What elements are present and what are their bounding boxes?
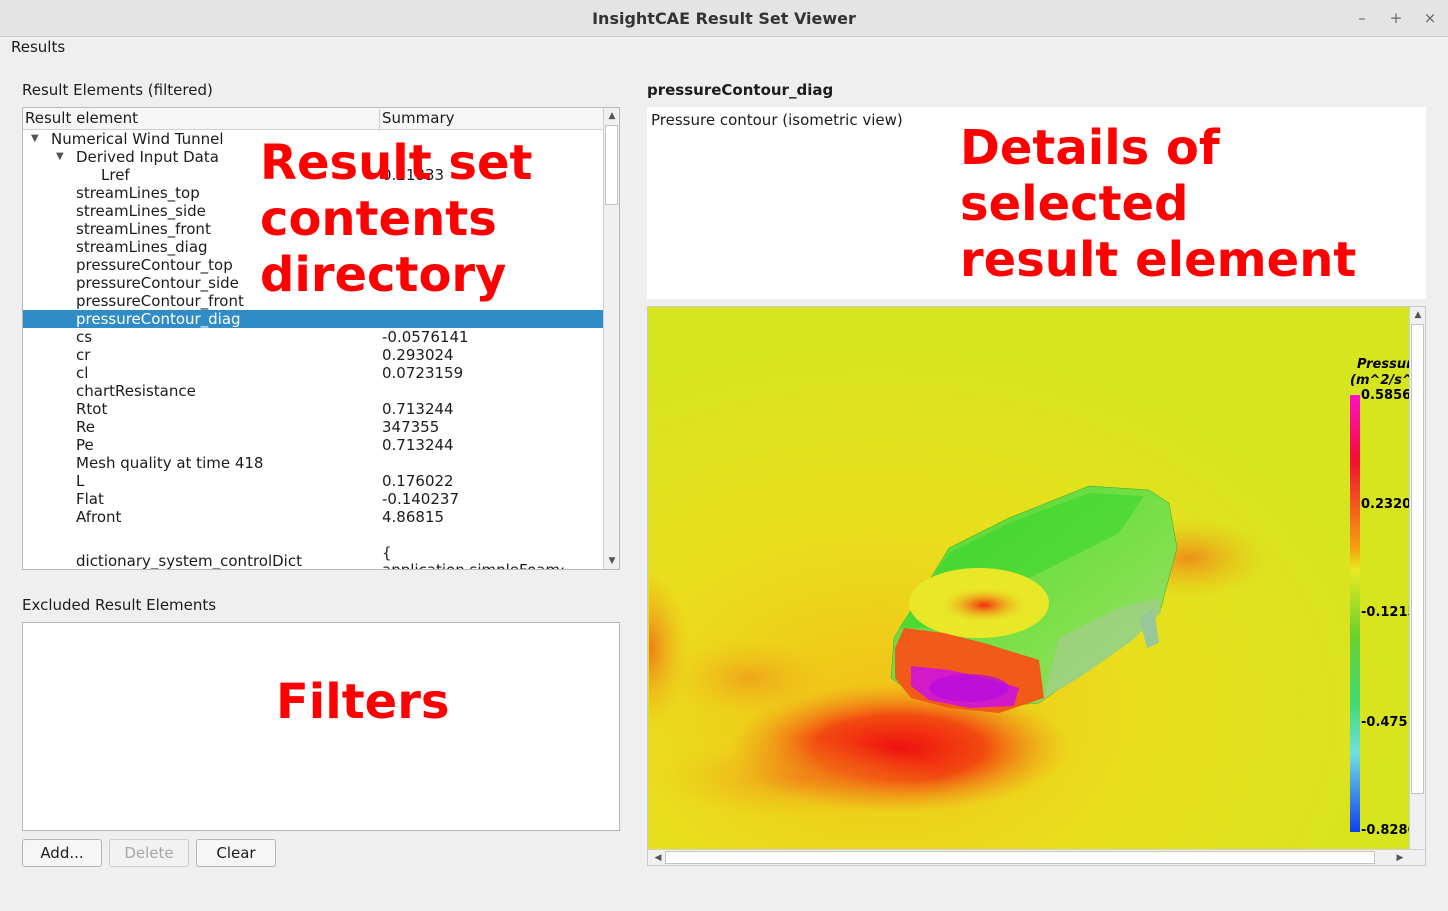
tree-row[interactable]: L 0.176022 bbox=[76, 472, 454, 490]
detail-description-box: Pressure contour (isometric view) bbox=[647, 107, 1426, 299]
tree-row[interactable]: Mesh quality at time 418 bbox=[76, 454, 264, 472]
tree-scrollbar[interactable]: ▲ ▼ bbox=[603, 108, 619, 569]
results-panel-title: Result Elements (filtered) bbox=[22, 81, 213, 99]
detail-title: pressureContour_diag bbox=[647, 81, 834, 99]
viewport-vertical-scrollbar[interactable]: ▲ bbox=[1409, 307, 1425, 849]
colorbar-tick: -0.1215 bbox=[1361, 605, 1410, 620]
tree-row[interactable]: Lref 0.21833 bbox=[101, 166, 445, 184]
scroll-up-icon[interactable]: ▲ bbox=[1414, 310, 1422, 320]
window-title: InsightCAE Result Set Viewer bbox=[592, 9, 856, 28]
tree-row[interactable]: ▼ Derived Input Data bbox=[56, 148, 219, 166]
tree-row[interactable]: streamLines_front bbox=[76, 220, 211, 238]
tree-row-selected[interactable]: pressureContour_diag bbox=[23, 310, 603, 328]
tree-row[interactable]: cs -0.0576141 bbox=[76, 328, 469, 346]
colorbar-tick: -0.8286 bbox=[1361, 823, 1410, 838]
scroll-thumb[interactable] bbox=[1411, 324, 1424, 794]
tree-row[interactable]: cl 0.0723159 bbox=[76, 364, 464, 382]
clear-button[interactable]: Clear bbox=[196, 839, 276, 867]
detail-description: Pressure contour (isometric view) bbox=[651, 111, 903, 129]
tree-row[interactable]: chartResistance bbox=[76, 382, 196, 400]
scroll-left-icon[interactable]: ◀ bbox=[654, 853, 662, 863]
colorbar-title: Pressure bbox=[1357, 357, 1410, 372]
tree-row[interactable]: streamLines_side bbox=[76, 202, 206, 220]
tree-row[interactable]: cr 0.293024 bbox=[76, 346, 454, 364]
scroll-up-icon[interactable]: ▲ bbox=[608, 111, 616, 121]
tree-row[interactable]: ▼ Numerical Wind Tunnel bbox=[31, 130, 224, 148]
colorbar-tick: 0.23204 bbox=[1361, 497, 1410, 512]
colorbar-tick: 0.58562 bbox=[1361, 388, 1410, 403]
title-bar: InsightCAE Result Set Viewer – + × bbox=[0, 0, 1448, 37]
collapse-arrow-icon[interactable]: ▼ bbox=[31, 133, 39, 144]
result-image-viewport[interactable]: Pressure (m^2/s^2) 0.58562 0.23204 -0.12… bbox=[647, 306, 1426, 866]
tree-row[interactable]: Re 347355 bbox=[76, 418, 440, 436]
colorbar bbox=[1350, 395, 1360, 832]
tree-row[interactable]: pressureContour_front bbox=[76, 292, 244, 310]
column-header-summary[interactable]: Summary bbox=[379, 109, 455, 131]
tree-row[interactable]: Pe 0.713244 bbox=[76, 436, 454, 454]
scroll-right-icon[interactable]: ▶ bbox=[1396, 853, 1404, 863]
tree-row[interactable]: streamLines_diag bbox=[76, 238, 208, 256]
menu-results[interactable]: Results bbox=[11, 38, 66, 56]
annotation-details: Details of selected result element bbox=[960, 120, 1357, 289]
tree-header: Result element Summary bbox=[23, 108, 603, 131]
colorbar-tick: -0.4751 bbox=[1361, 715, 1410, 730]
tree-row[interactable]: pressureContour_top bbox=[76, 256, 233, 274]
menu-bar: Results bbox=[0, 37, 1448, 59]
scroll-down-icon[interactable]: ▼ bbox=[608, 556, 616, 566]
tree-row[interactable]: pressureContour_side bbox=[76, 274, 239, 292]
viewport-horizontal-scrollbar[interactable]: ◀ ▶ bbox=[648, 849, 1425, 865]
scroll-thumb[interactable] bbox=[665, 851, 1375, 864]
tree-row[interactable]: Flat -0.140237 bbox=[76, 490, 459, 508]
tree-row[interactable]: streamLines_top bbox=[76, 184, 200, 202]
pressure-contour-image: Pressure (m^2/s^2) 0.58562 0.23204 -0.12… bbox=[649, 308, 1410, 849]
result-tree[interactable]: Result element Summary ▼ Numerical Wind … bbox=[22, 107, 620, 570]
annotation-filters: Filters bbox=[276, 674, 450, 730]
add-button[interactable]: Add... bbox=[22, 839, 102, 867]
collapse-arrow-icon[interactable]: ▼ bbox=[56, 151, 64, 162]
maximize-icon[interactable]: + bbox=[1389, 9, 1403, 27]
tree-row[interactable]: Afront 4.86815 bbox=[76, 508, 445, 526]
colorbar-title-units: (m^2/s^2) bbox=[1350, 373, 1410, 388]
tree-row[interactable]: Rtot 0.713244 bbox=[76, 400, 454, 418]
tree-row[interactable]: dictionary_system_controlDict { applicat… bbox=[76, 544, 566, 570]
scroll-thumb[interactable] bbox=[605, 125, 618, 205]
annotation-results: Result set contents directory bbox=[260, 135, 533, 304]
close-icon[interactable]: × bbox=[1423, 9, 1437, 27]
minimize-icon[interactable]: – bbox=[1358, 9, 1366, 27]
delete-button: Delete bbox=[109, 839, 189, 867]
excluded-elements-list[interactable] bbox=[22, 622, 620, 831]
column-header-element[interactable]: Result element bbox=[25, 109, 138, 127]
filters-panel-title: Excluded Result Elements bbox=[22, 596, 217, 614]
